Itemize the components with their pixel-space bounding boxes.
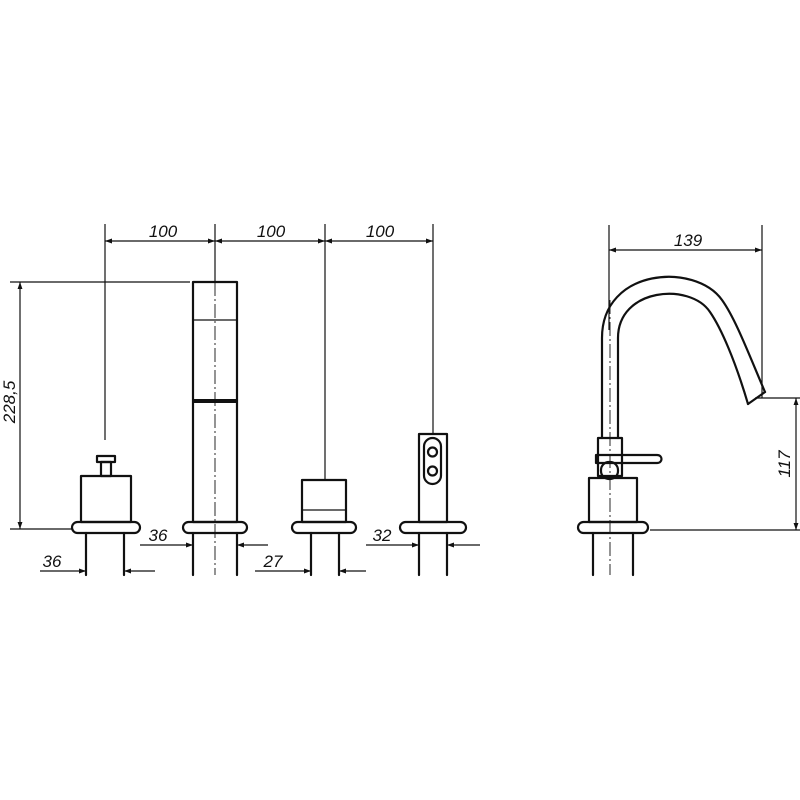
handshower-flange <box>398 520 468 535</box>
side-view: 139 117 <box>576 225 800 577</box>
lever-handle <box>594 436 663 481</box>
reach-dimension: 139 <box>608 225 763 398</box>
dia-left-label: 36 <box>43 552 62 571</box>
spout-outlet <box>746 390 767 406</box>
spout-column <box>181 280 249 577</box>
height-label: 228,5 <box>0 380 19 424</box>
front-view: 100 100 100 228,5 <box>0 222 480 577</box>
valve-base-flange <box>70 520 142 535</box>
diameter-dimensions: 36 36 27 32 <box>40 526 480 574</box>
spout-height-label: 117 <box>775 450 794 478</box>
side-valve-body <box>587 476 639 524</box>
spout-height-dimension: 117 <box>650 397 800 531</box>
dia-spout-label: 36 <box>149 526 168 545</box>
diverter-stem <box>99 460 113 478</box>
handshower-nozzle-top <box>426 446 439 458</box>
spacing-label-1: 100 <box>149 222 178 241</box>
spout-inner-contour <box>616 292 750 440</box>
handshower-holder <box>398 432 468 577</box>
spout-outer-contour <box>600 275 767 440</box>
side-base-flange <box>576 520 650 535</box>
dia-handshower-label: 32 <box>373 526 392 545</box>
spacing-label-2: 100 <box>257 222 286 241</box>
middle-valve-flange <box>290 520 358 535</box>
spacing-label-3: 100 <box>366 222 395 241</box>
left-valve <box>70 454 142 577</box>
reach-label: 139 <box>674 231 703 250</box>
lever <box>594 453 663 465</box>
handshower-head <box>422 436 443 486</box>
handshower-nozzle-bottom <box>426 465 439 477</box>
dia-middle-label: 27 <box>263 552 283 571</box>
middle-valve <box>290 478 358 577</box>
height-dimension: 228,5 <box>0 281 190 530</box>
side-body <box>576 476 650 577</box>
spacing-dimensions: 100 100 100 <box>104 222 434 480</box>
valve-body <box>79 474 133 524</box>
middle-valve-body <box>300 478 348 524</box>
spout-base-flange <box>181 520 249 535</box>
handle-collar <box>596 436 624 478</box>
